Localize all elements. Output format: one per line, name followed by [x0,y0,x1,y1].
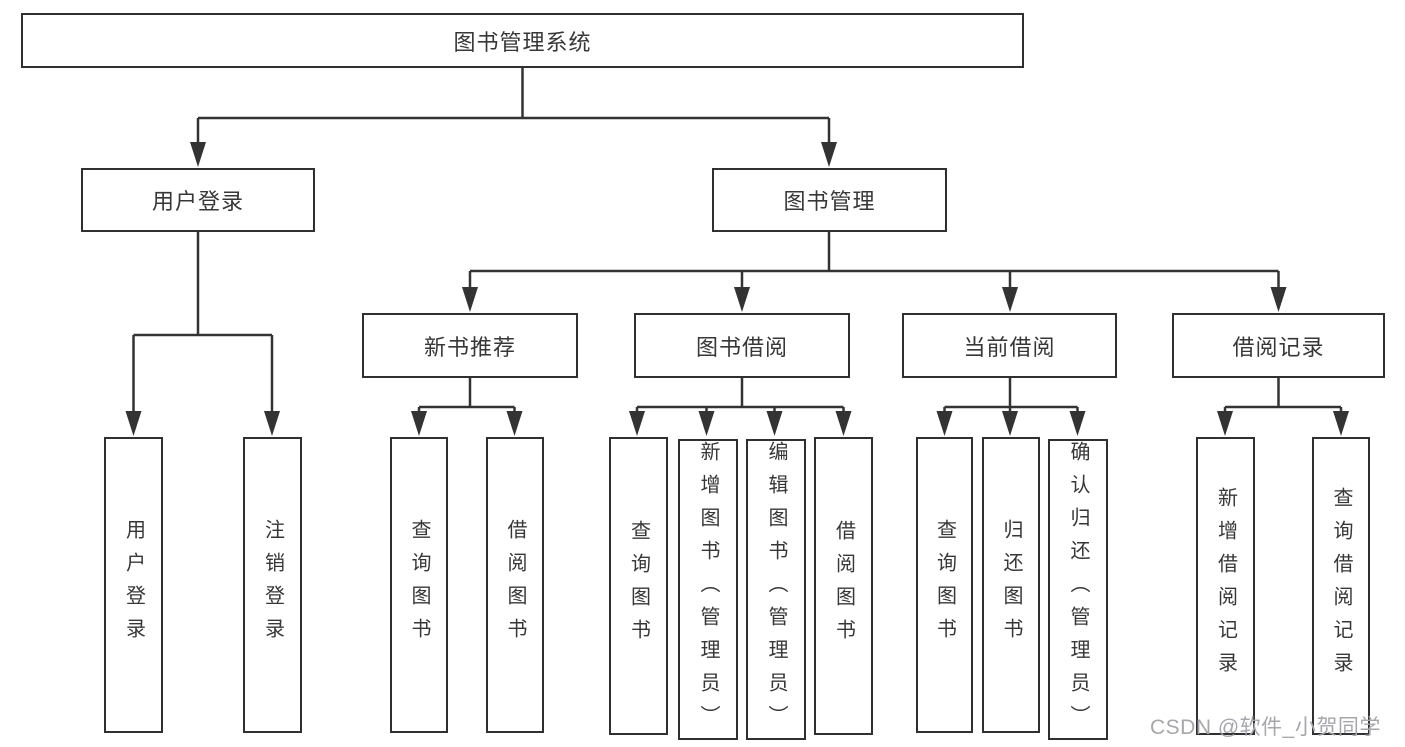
node-current-borrowing: 当前借阅 [902,313,1117,378]
leaf-add-book-admin: 新增图书（管理员） [678,439,738,740]
leaf-borrow-books-recommend: 借阅图书 [486,437,544,733]
node-borrowing-records: 借阅记录 [1172,313,1385,378]
node-user-login: 用户登录 [81,168,315,232]
leaf-user-login: 用户登录 [104,437,163,733]
leaf-query-books-recommend: 查询图书 [390,437,448,733]
node-book-borrowing: 图书借阅 [634,313,850,378]
node-root: 图书管理系统 [21,13,1024,68]
leaf-add-borrow-record: 新增借阅记录 [1196,437,1255,735]
leaf-query-books-current: 查询图书 [916,437,973,733]
leaf-confirm-return-admin: 确认归还（管理员） [1048,439,1108,740]
node-book-management: 图书管理 [712,168,947,232]
leaf-return-books: 归还图书 [982,437,1040,733]
leaf-logout: 注销登录 [243,437,302,733]
leaf-query-borrow-record: 查询借阅记录 [1312,437,1370,735]
leaf-borrow-books-borrowing: 借阅图书 [814,437,873,735]
watermark-text: CSDN @软件_小贺同学 [1150,716,1381,739]
node-new-book-recommend: 新书推荐 [362,313,578,378]
leaf-query-books-borrowing: 查询图书 [609,437,668,735]
leaf-edit-book-admin: 编辑图书（管理员） [746,439,806,740]
